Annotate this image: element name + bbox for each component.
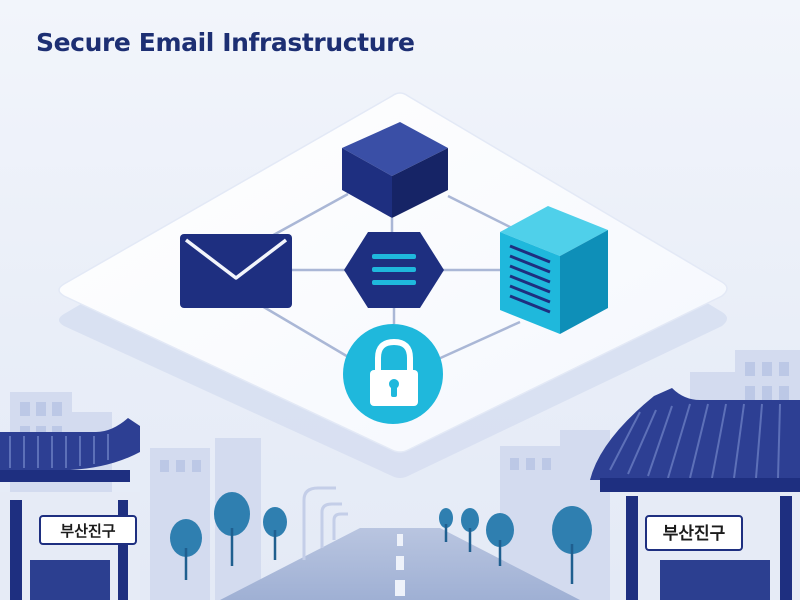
left-sign-text: 부산진구 (60, 522, 115, 540)
right-hanok: 부산진구 (590, 388, 800, 600)
trees (170, 492, 592, 584)
lock-icon (343, 324, 443, 424)
page-title: Secure Email Infrastructure (36, 28, 415, 57)
cube-icon (342, 122, 448, 218)
hexagon-hub-icon (344, 232, 444, 308)
street-lamps (302, 486, 348, 560)
network-lines (261, 192, 521, 362)
envelope-icon (180, 234, 292, 308)
left-hanok: 부산진구 (0, 418, 140, 600)
road-markings (395, 534, 405, 596)
server-icon (500, 206, 608, 334)
right-sign-text: 부산진구 (663, 524, 726, 544)
